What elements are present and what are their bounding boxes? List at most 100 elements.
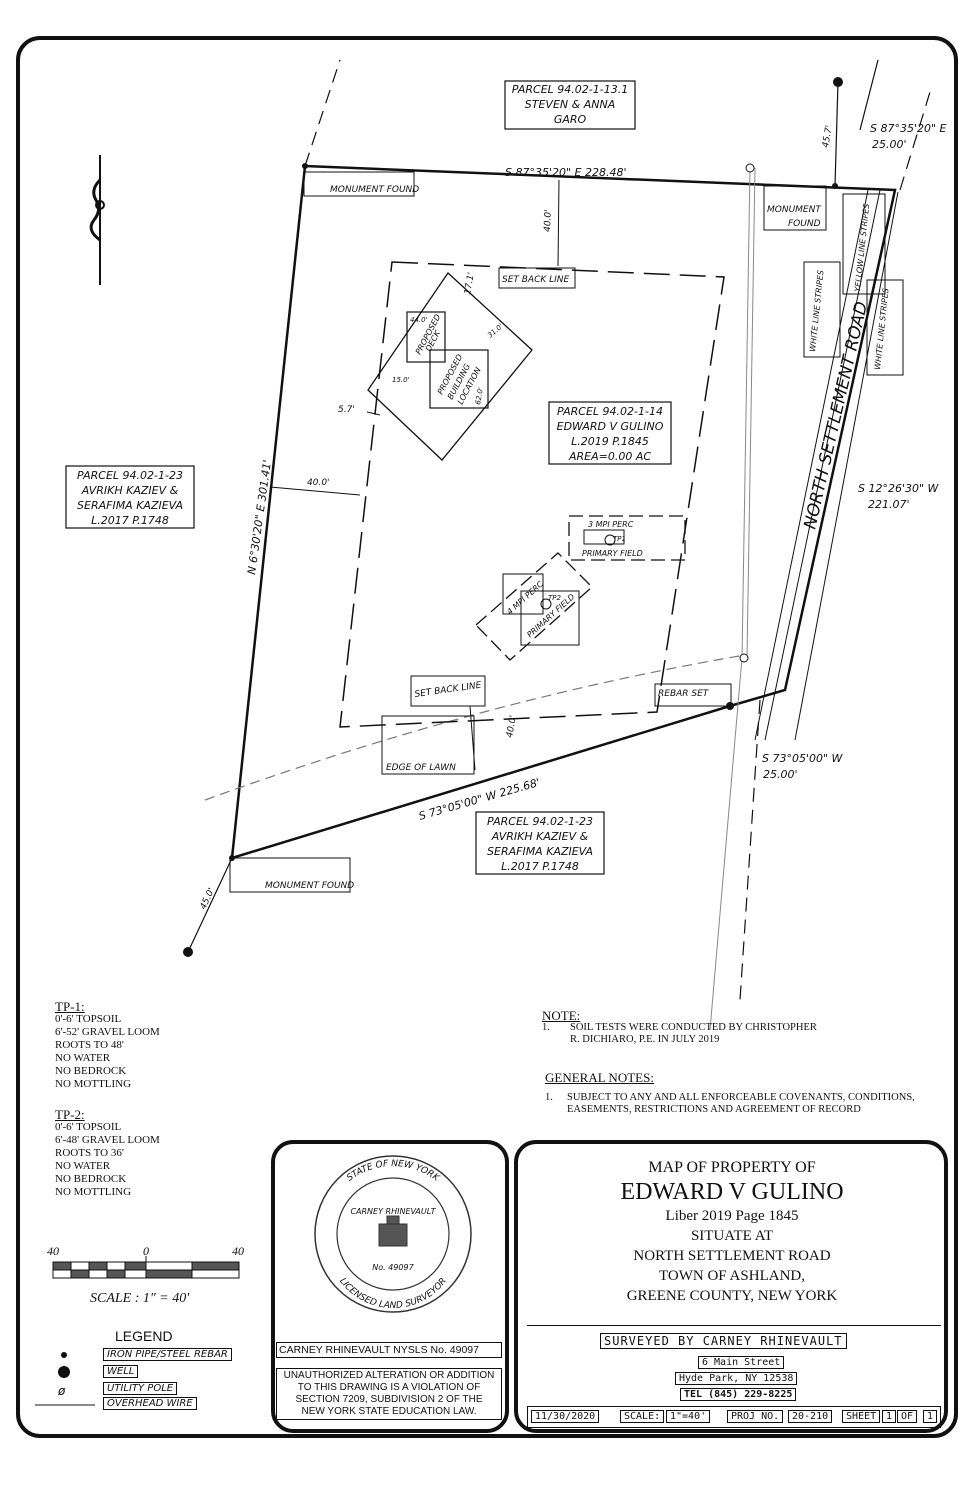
utility-pole-icon [739, 163, 755, 663]
bearing-se-b: 25.00' [763, 768, 798, 781]
note-text-1: SOIL TESTS WERE CONDUCTED BY CHRISTOPHER [570, 1022, 817, 1033]
date: 11/30/2020 [531, 1410, 600, 1423]
tp2-line: ROOTS TO 36' [55, 1147, 124, 1159]
warning-line: NEW YORK STATE EDUCATION LAW. [301, 1406, 477, 1417]
seal-box: STATE OF NEW YORK LICENSED LAND SURVEYOR… [271, 1140, 509, 1433]
tp1-title: TP-1: [55, 999, 85, 1014]
parcel-subject-1: PARCEL 94.02-1-14 [557, 405, 663, 418]
parcel-subject-3: L.2019 P.1845 [571, 435, 649, 448]
tp2-line: NO MOTTLING [55, 1186, 132, 1198]
surveyor-seal-icon: STATE OF NEW YORK LICENSED LAND SURVEYOR… [314, 1155, 472, 1313]
general-notes-text-1: SUBJECT TO ANY AND ALL ENFORCEABLE COVEN… [567, 1092, 915, 1103]
monument-found-ne-2: FOUND [788, 219, 821, 229]
surveyed-by: SURVEYED BY CARNEY RHINEVAULT [600, 1333, 847, 1349]
road-line: NORTH SETTLEMENT ROAD [633, 1248, 831, 1264]
bearing-east-b: 221.07' [868, 498, 910, 511]
parcel-south-2: AVRIKH KAZIEV & [491, 830, 589, 843]
parcel-north-3: GARO [554, 113, 587, 126]
dim-15-0: 15.0' [392, 376, 410, 384]
proj-label: PROJ NO. [727, 1410, 784, 1423]
note-num: 1. [542, 1022, 550, 1033]
parcel-west-3: SERAFIMA KAZIEVA [77, 499, 183, 512]
drawing-border [16, 36, 958, 1438]
general-notes-num: 1. [545, 1092, 553, 1103]
setback-line [339, 261, 725, 728]
of-number: 1 [923, 1410, 938, 1423]
well-icon [183, 77, 843, 957]
scale-left: 40 [47, 1244, 59, 1258]
bearing-east-a: S 12°26'30" W [858, 482, 940, 495]
parcel-north-1: PARCEL 94.02-1-13.1 [512, 83, 628, 96]
proj-number: 20-210 [788, 1410, 833, 1423]
edge-of-lawn-label: EDGE OF LAWN [386, 763, 456, 773]
tp1-line: NO BEDROCK [55, 1065, 127, 1077]
tp1-notes: TP-1: 0'-6' TOPSOIL 6'-52' GRAVEL LOOM R… [55, 1000, 160, 1091]
parcel-subject-4: AREA=0.00 AC [568, 450, 651, 463]
set-back-line-north: SET BACK LINE [502, 275, 570, 285]
parcel-subject-2: EDWARD V GULINO [557, 420, 664, 433]
note-block: NOTE: 1.SOIL TESTS WERE CONDUCTED BY CHR… [542, 1009, 942, 1046]
dim-45-0: 45.0' [199, 887, 218, 912]
perc-3-label: 3 MPI PERC [588, 520, 634, 529]
proposed-building-outline [367, 272, 533, 461]
iron-pipe-icon [61, 1352, 67, 1358]
general-notes-text-2: EASEMENTS, RESTRICTIONS AND AGREEMENT OF… [567, 1104, 861, 1115]
tp1-line: ROOTS TO 48' [55, 1039, 124, 1051]
warning-line: UNAUTHORIZED ALTERATION OR ADDITION [283, 1370, 495, 1381]
bearing-north: S 87°35'20" E 228.48' [505, 166, 627, 179]
white-line-stripes-1: WHITE LINE STRIPES [808, 270, 826, 353]
tp1-line: NO MOTTLING [55, 1078, 132, 1090]
license-line: CARNEY RHINEVAULT NYSLS No. 49097 [276, 1342, 502, 1358]
parcel-west-4: L.2017 P.1748 [91, 514, 169, 527]
svg-text:LICENSED LAND SURVEYOR: LICENSED LAND SURVEYOR [337, 1276, 449, 1311]
well-legend-icon [58, 1366, 70, 1378]
monument-found-ne-1: MONUMENT [767, 205, 822, 215]
alteration-warning: UNAUTHORIZED ALTERATION OR ADDITION TO T… [276, 1368, 502, 1420]
seal-bottom-text: LICENSED LAND SURVEYOR [337, 1276, 449, 1311]
seal-name: CARNEY RHINEVAULT [350, 1207, 436, 1216]
rebar-set-label: REBAR SET [658, 689, 710, 699]
legend-utility-pole: UTILITY POLE [103, 1382, 178, 1395]
legend-symbols: ø [35, 1352, 95, 1406]
town-line: TOWN OF ASHLAND, [659, 1268, 805, 1284]
primary-field-label-1: PRIMARY FIELD [582, 549, 643, 558]
dim-40-north: 40.0' [543, 209, 554, 232]
perc-4-label: 4 MPI PERC [505, 579, 545, 616]
bearing-ne-a: S 87°35'20" E [870, 122, 947, 135]
scale-label: SCALE: [620, 1410, 665, 1423]
legend-overhead-wire: OVERHEAD WIRE [103, 1397, 197, 1410]
dim-40-south: 40.0' [505, 715, 519, 739]
liber-page: Liber 2019 Page 1845 [665, 1208, 799, 1224]
dim-5-7: 5.7' [338, 405, 355, 415]
general-notes-block: GENERAL NOTES: 1. SUBJECT TO ANY AND ALL … [545, 1070, 945, 1116]
sheet-label: SHEET [842, 1410, 881, 1423]
tp2-line: 6'-48' GRAVEL LOOM [55, 1134, 160, 1146]
general-notes-title: GENERAL NOTES: [545, 1070, 654, 1085]
dim-44-0: 44.0' [410, 316, 428, 324]
of-label: OF [897, 1410, 918, 1423]
warning-line: TO THIS DRAWING IS A VIOLATION OF [297, 1382, 481, 1393]
scale-value: 1"=40' [666, 1410, 711, 1423]
tp2-line: NO WATER [55, 1160, 111, 1172]
tp2-line: NO BEDROCK [55, 1173, 127, 1185]
legend-well: WELL [103, 1365, 139, 1378]
seal-number: No. 49097 [372, 1263, 414, 1272]
parcel-south-1: PARCEL 94.02-1-23 [487, 815, 593, 828]
tp1-label: TP1 [613, 535, 626, 543]
warning-line: SECTION 7209, SUBDIVISION 2 OF THE [295, 1394, 483, 1405]
north-arrow-icon [89, 155, 105, 285]
tp2-notes: TP-2: 0'-6' TOPSOIL 6'-48' GRAVEL LOOM R… [55, 1108, 160, 1199]
title-divider [527, 1325, 941, 1326]
tp1-line: 0'-6' TOPSOIL [55, 1013, 122, 1025]
legend-title: LEGEND [115, 1328, 173, 1344]
address-line-2: Hyde Park, NY 12538 [675, 1372, 798, 1385]
scale-right: 40 [232, 1244, 244, 1258]
bearing-se-a: S 73°05'00" W [762, 752, 844, 765]
legend-iron-pipe: IRON PIPE/STEEL REBAR [103, 1348, 232, 1361]
note-text-2: R. DICHIARO, P.E. IN JULY 2019 [570, 1034, 720, 1045]
dim-17-1: 17.1' [463, 272, 477, 296]
monument-found-sw: MONUMENT FOUND [265, 881, 354, 891]
set-back-line-south: SET BACK LINE [414, 681, 482, 700]
